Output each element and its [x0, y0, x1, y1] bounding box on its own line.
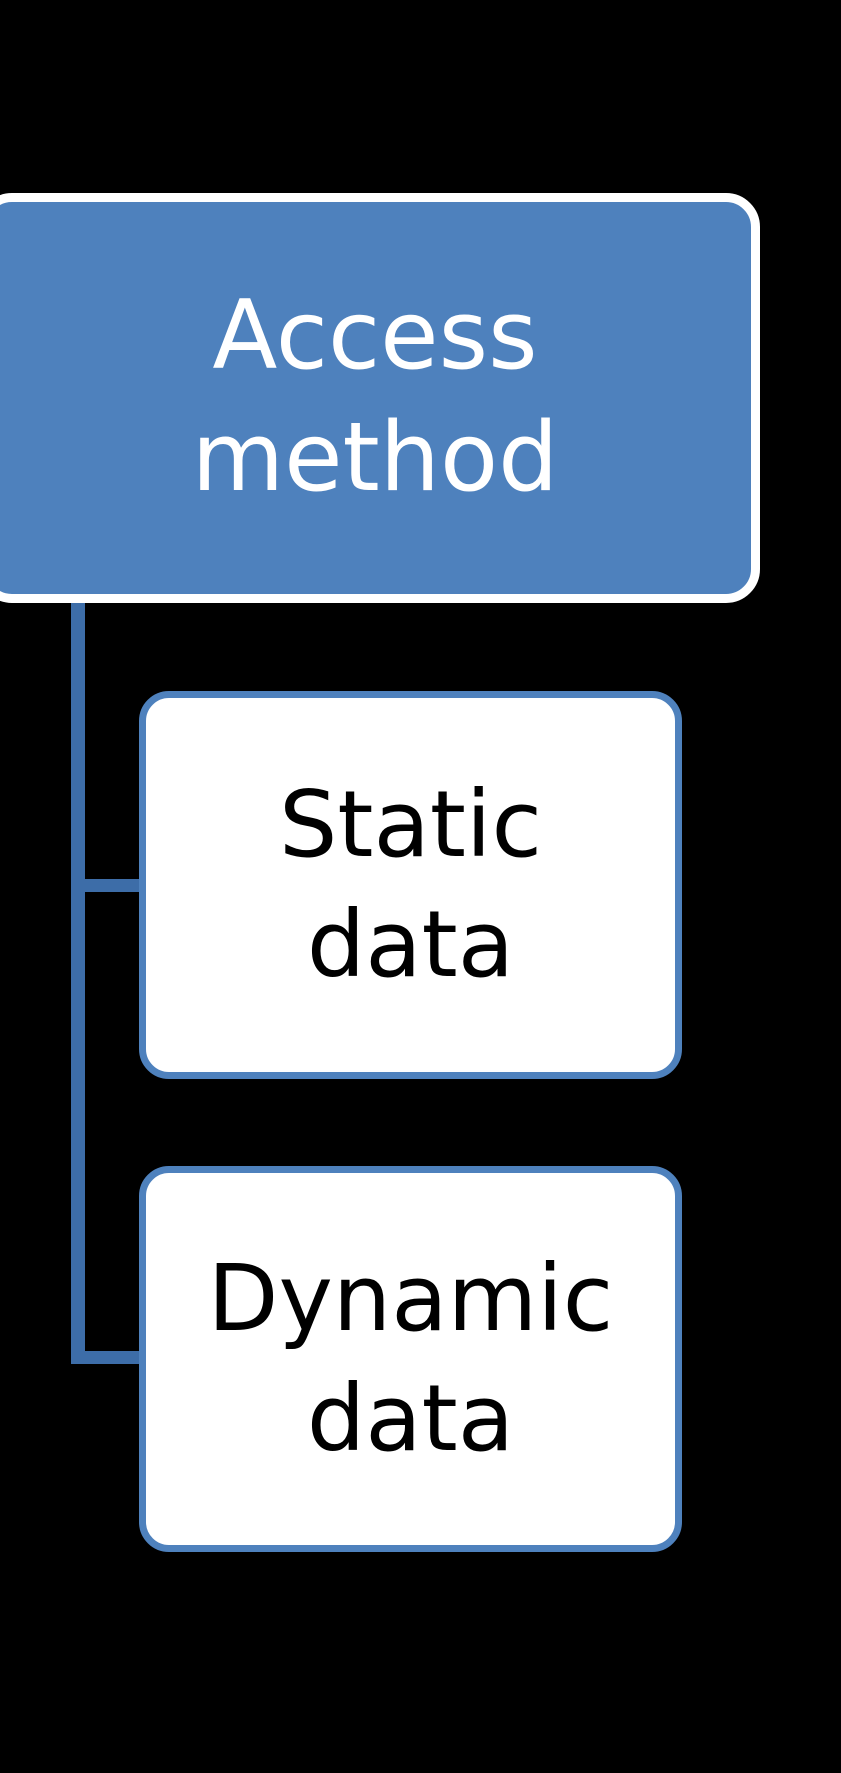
node-static-data[interactable]: Static data	[139, 691, 682, 1079]
connector-branch-dynamic-data	[71, 1351, 157, 1364]
node-access-method-label: Access method	[191, 281, 559, 513]
node-dynamic-data[interactable]: Dynamic data	[139, 1166, 682, 1552]
node-static-data-label: Static data	[278, 771, 543, 998]
connector-trunk-vertical	[71, 600, 85, 1364]
node-dynamic-data-label: Dynamic data	[207, 1245, 614, 1472]
node-access-method[interactable]: Access method	[0, 193, 760, 603]
connector-branch-static-data	[71, 879, 157, 892]
